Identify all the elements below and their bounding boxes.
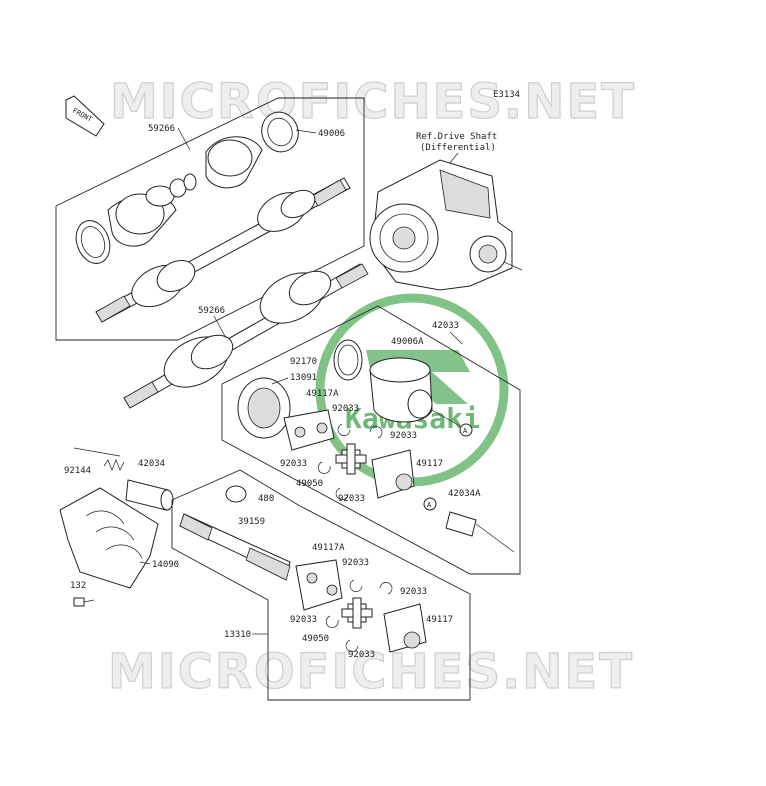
part-label-59266-upper: 59266 bbox=[148, 124, 175, 134]
part-label-92033-d: 92033 bbox=[338, 494, 365, 504]
part-label-49006: 49006 bbox=[318, 129, 345, 139]
part-label-14090: 14090 bbox=[152, 560, 179, 570]
ref-note-line1: Ref.Drive Shaft bbox=[416, 132, 497, 142]
lower-shaft bbox=[179, 513, 291, 581]
lower-joint-frame bbox=[171, 469, 471, 701]
cross-spider-b bbox=[341, 597, 373, 629]
part-label-13310: 13310 bbox=[224, 630, 251, 640]
part-label-92033-f: 92033 bbox=[400, 587, 427, 597]
upper-assembly-frame bbox=[55, 97, 365, 341]
part-label-92144: 92144 bbox=[64, 466, 91, 476]
joint-kit-frame bbox=[221, 305, 521, 575]
part-label-49117-b: 49117 bbox=[426, 615, 453, 625]
watermark-top: MICROFICHES.NET bbox=[110, 74, 636, 130]
circlip bbox=[225, 485, 247, 503]
part-label-13091: 13091 bbox=[290, 373, 317, 383]
yoke-b bbox=[371, 449, 415, 499]
callout-marker-lower bbox=[423, 497, 437, 511]
yoke-a bbox=[283, 409, 335, 451]
part-label-92033-a: 92033 bbox=[332, 404, 359, 414]
middle-axle-shaft bbox=[123, 263, 369, 409]
part-label-92033-g: 92033 bbox=[290, 615, 317, 625]
joint-housing bbox=[237, 377, 291, 439]
part-label-49006A: 49006A bbox=[391, 337, 424, 347]
diagram-code: E3134 bbox=[493, 90, 520, 100]
guard-cover bbox=[59, 487, 159, 589]
sleeve bbox=[125, 479, 174, 511]
part-label-49117A-a: 49117A bbox=[306, 389, 339, 399]
part-label-42034: 42034 bbox=[138, 459, 165, 469]
part-label-49117A-b: 49117A bbox=[312, 543, 345, 553]
front-arrow-icon: FRONT bbox=[65, 95, 105, 137]
callout-marker-lower-text: A bbox=[427, 501, 432, 509]
differential-housing bbox=[369, 159, 523, 291]
part-label-92033-e: 92033 bbox=[342, 558, 369, 568]
part-label-49117-a: 49117 bbox=[416, 459, 443, 469]
part-label-49050-a: 49050 bbox=[296, 479, 323, 489]
watermark-bottom: MICROFICHES.NET bbox=[108, 644, 634, 700]
bolt bbox=[73, 597, 95, 607]
upper-axle-shaft bbox=[95, 177, 351, 323]
joint-boot bbox=[369, 357, 433, 423]
part-label-92033-b: 92033 bbox=[390, 431, 417, 441]
part-label-59266-middle: 59266 bbox=[198, 306, 225, 316]
callout-marker-upper-text: A bbox=[463, 427, 468, 435]
splined-stub-shaft bbox=[445, 511, 515, 553]
callout-marker-upper bbox=[459, 423, 473, 437]
spring bbox=[103, 459, 125, 471]
upper-boot-parts bbox=[75, 111, 299, 264]
ref-note-line2: (Differential) bbox=[420, 143, 496, 153]
cross-spider-a bbox=[335, 443, 367, 475]
part-label-92033-h: 92033 bbox=[348, 650, 375, 660]
yoke-c bbox=[295, 559, 343, 611]
part-label-132: 132 bbox=[70, 581, 86, 591]
part-label-92033-c: 92033 bbox=[280, 459, 307, 469]
part-label-42033: 42033 bbox=[432, 321, 459, 331]
part-label-42034A: 42034A bbox=[448, 489, 481, 499]
part-label-49050-b: 49050 bbox=[302, 634, 329, 644]
part-label-39159: 39159 bbox=[238, 517, 265, 527]
yoke-d bbox=[383, 603, 427, 653]
part-label-92170: 92170 bbox=[290, 357, 317, 367]
part-label-480: 480 bbox=[258, 494, 274, 504]
